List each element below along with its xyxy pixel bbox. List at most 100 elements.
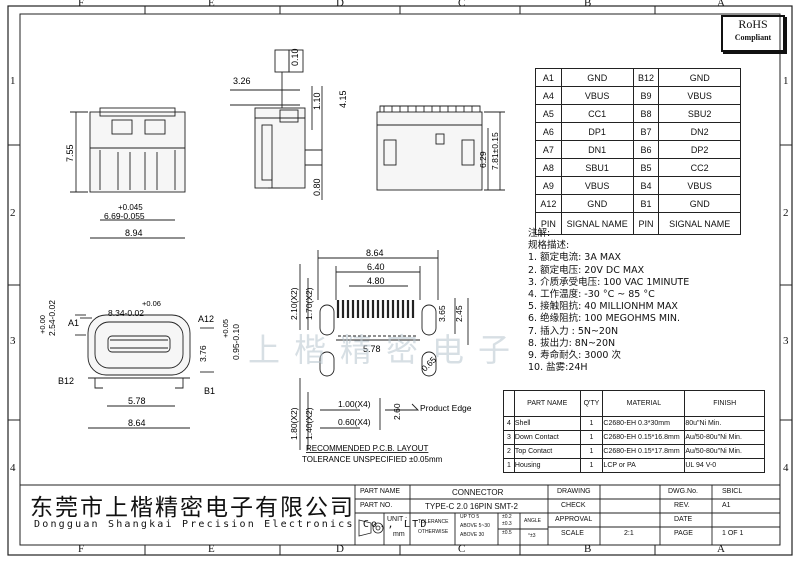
bom-cell: Shell xyxy=(513,416,581,431)
zone-row-1-left: 1 xyxy=(10,75,16,87)
label-b1: B1 xyxy=(204,386,215,396)
company-name-cn: 东莞市上楷精密电子有限公司 xyxy=(30,495,355,521)
dim-pcb-2-60: 2.60 xyxy=(392,403,402,420)
pin-cell: A7 xyxy=(535,140,562,159)
signal-cell: CC2 xyxy=(658,158,741,177)
scale-value: 2:1 xyxy=(624,530,634,537)
pin-cell: A4 xyxy=(535,86,562,105)
pcb-layout-title: RECOMMENDED P.C.B. LAYOUT xyxy=(306,444,429,453)
zone-row-3-right: 3 xyxy=(783,335,789,347)
zone-row-1-right: 1 xyxy=(783,75,789,87)
header-cell: SIGNAL NAME xyxy=(658,212,741,235)
drawing-label: DRAWING xyxy=(557,488,591,495)
pin-cell: A12 xyxy=(535,194,562,213)
zone-col-d-top: D xyxy=(336,0,344,9)
zone-col-e-bottom: E xyxy=(208,543,215,555)
tol-range-2: ABOVE 5~30 xyxy=(460,523,490,529)
notes-subtitle: 规格描述: xyxy=(528,240,570,252)
bom-cell: 80u"Ni Min. xyxy=(684,416,765,431)
dim-0-80: 0.80 xyxy=(312,178,322,196)
dim-5-78: 5.78 xyxy=(128,396,146,406)
dim-pcb-0-60: 0.60(X4) xyxy=(338,417,371,427)
label-a12: A12 xyxy=(198,314,214,324)
dim-0-95: 0.95-0.10 xyxy=(231,324,241,360)
pin-cell: A5 xyxy=(535,104,562,123)
dim-8-34: 8.34-0.02 xyxy=(108,308,144,318)
dim-4-15: 4.15 xyxy=(338,90,348,108)
page-label: PAGE xyxy=(674,530,693,537)
header-cell: MATERIAL xyxy=(602,390,686,417)
tol-value-2: ±0.3 xyxy=(502,521,512,527)
dim-pcb-6-40: 6.40 xyxy=(367,262,385,272)
product-edge-label: Product Edge xyxy=(420,403,472,413)
notes-title: 注解: xyxy=(528,228,551,239)
rev-value: A1 xyxy=(722,502,731,509)
bom-cell: Housing xyxy=(513,458,581,473)
pin-cell: B6 xyxy=(632,140,660,159)
signal-cell: GND xyxy=(560,68,634,87)
bom-cell: 1 xyxy=(579,430,604,445)
signal-cell: VBUS xyxy=(658,86,741,105)
signal-cell: GND xyxy=(658,194,741,213)
signal-cell: VBUS xyxy=(658,176,741,195)
header-cell: SIGNAL NAME xyxy=(560,212,634,235)
note-item: 9. 寿命耐久: 3000 次 xyxy=(528,350,622,362)
dim-8-64: 8.64 xyxy=(128,418,146,428)
signal-cell: SBU2 xyxy=(658,104,741,123)
rohs-title: RoHS xyxy=(738,17,768,31)
tol-value-1: ±0.2 xyxy=(502,514,512,520)
label-a1: A1 xyxy=(68,318,79,328)
angle-label: ANGLE xyxy=(524,518,541,524)
dim-pcb-4-80: 4.80 xyxy=(367,276,385,286)
scale-label: SCALE xyxy=(561,530,584,537)
bom-cell: 3 xyxy=(503,430,515,445)
note-item: 2. 额定电压: 20V DC MAX xyxy=(528,264,645,276)
note-item: 8. 拔出力: 8N~20N xyxy=(528,337,616,349)
zone-col-c-top: C xyxy=(458,0,466,9)
title-block-grid xyxy=(20,484,780,545)
bom-cell: Au/50-80u"Ni Min. xyxy=(684,430,765,445)
zone-col-d-bottom: D xyxy=(336,543,344,555)
zone-col-c-bottom: C xyxy=(458,543,466,555)
dim-6-29: 6.29 xyxy=(478,151,488,168)
bom-cell: Au/50-80u"Ni Min. xyxy=(684,444,765,459)
date-label: DATE xyxy=(674,516,693,523)
bom-cell: 1 xyxy=(579,444,604,459)
note-item: 1. 额定电流: 3A MAX xyxy=(528,252,622,264)
header-cell: PIN xyxy=(632,212,660,235)
tol-range-3: ABOVE 30 xyxy=(460,532,485,538)
pin-cell: A8 xyxy=(535,158,562,177)
pin-cell: B7 xyxy=(632,122,660,141)
zone-col-b-top: B xyxy=(584,0,592,9)
bom-cell: 1 xyxy=(579,416,604,431)
label-b12: B12 xyxy=(58,376,74,386)
signal-cell: SBU1 xyxy=(560,158,634,177)
unit-label: UNIT : xyxy=(387,516,408,523)
bom-cell: 2 xyxy=(503,444,515,459)
zone-row-3-left: 3 xyxy=(10,335,16,347)
front-top-view xyxy=(70,107,186,239)
dim-8-94: 8.94 xyxy=(125,228,143,238)
note-item: 10. 盐雾:24H xyxy=(528,362,588,374)
rev-label: REV. xyxy=(674,502,690,509)
bom-cell: C2680-EH 0.15*17.8mm xyxy=(602,444,686,459)
signal-cell: GND xyxy=(560,194,634,213)
dim-3-26: 3.26 xyxy=(233,76,251,86)
bom-cell: C2680-EH 0.3*30mm xyxy=(602,416,686,431)
pin-cell: A9 xyxy=(535,176,562,195)
rohs-subtitle: Compliant xyxy=(734,33,772,42)
note-item: 3. 介质承受电压: 100 VAC 1MINUTE xyxy=(528,276,690,288)
bom-cell: UL 94 V-0 xyxy=(684,458,765,473)
pin-cell: B4 xyxy=(632,176,660,195)
dim-tol-0-05: +0.05 xyxy=(221,319,230,338)
dim-pcb-1-70: 1.70(X2) xyxy=(304,287,314,320)
front-face-view xyxy=(75,314,214,429)
part-no-label: PART NO. xyxy=(360,502,393,509)
dim-6-69: 6.69-0.055 xyxy=(104,211,145,221)
